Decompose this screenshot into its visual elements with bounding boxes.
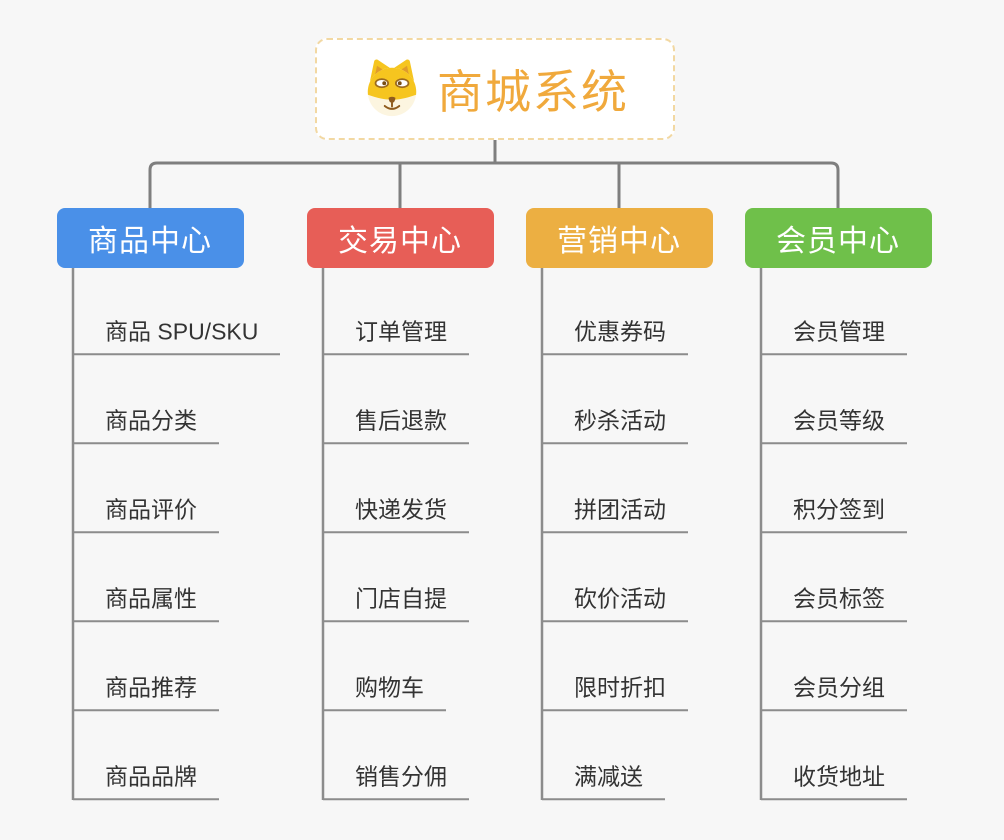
child-node[interactable]: 积分签到 bbox=[761, 495, 907, 533]
child-node-label: 会员管理 bbox=[793, 318, 885, 345]
child-node-label: 限时折扣 bbox=[574, 674, 666, 701]
child-node[interactable]: 商品推荐 bbox=[73, 673, 219, 711]
child-node[interactable]: 商品 SPU/SKU bbox=[73, 317, 281, 355]
child-node[interactable]: 会员等级 bbox=[761, 406, 907, 444]
child-node[interactable]: 拼团活动 bbox=[542, 495, 688, 533]
child-node-label: 会员等级 bbox=[793, 407, 885, 434]
child-node[interactable]: 优惠券码 bbox=[542, 317, 688, 355]
child-node[interactable]: 购物车 bbox=[323, 673, 446, 711]
child-node[interactable]: 满减送 bbox=[542, 762, 665, 800]
child-node-label: 会员分组 bbox=[793, 674, 885, 701]
child-node[interactable]: 秒杀活动 bbox=[542, 406, 688, 444]
branch-label: 商品中心 bbox=[88, 225, 212, 258]
branch-node[interactable]: 交易中心 bbox=[306, 208, 494, 268]
branch-node[interactable]: 商品中心 bbox=[56, 208, 244, 268]
child-node[interactable]: 门店自提 bbox=[323, 584, 469, 622]
child-node[interactable]: 会员管理 bbox=[761, 317, 907, 355]
child-node-label: 购物车 bbox=[355, 674, 424, 701]
child-node-label: 门店自提 bbox=[355, 585, 447, 612]
child-node[interactable]: 销售分佣 bbox=[323, 762, 469, 800]
child-node-label: 商品 SPU/SKU bbox=[105, 318, 259, 345]
root-title: 商城系统 bbox=[437, 66, 629, 118]
branch-label: 交易中心 bbox=[338, 225, 462, 258]
child-node-label: 收货地址 bbox=[793, 763, 885, 790]
child-node-label: 销售分佣 bbox=[355, 763, 447, 790]
child-node-label: 订单管理 bbox=[355, 318, 447, 345]
child-node[interactable]: 商品分类 bbox=[73, 406, 219, 444]
child-node-label: 商品分类 bbox=[105, 407, 197, 434]
child-node[interactable]: 会员标签 bbox=[761, 584, 907, 622]
child-node[interactable]: 商品属性 bbox=[73, 584, 219, 622]
child-node-label: 快递发货 bbox=[355, 496, 447, 523]
branch-label: 会员中心 bbox=[776, 225, 900, 258]
child-node-label: 商品品牌 bbox=[105, 763, 197, 790]
root-node[interactable]: 商城系统 bbox=[315, 38, 675, 140]
branch-node[interactable]: 营销中心 bbox=[525, 208, 713, 268]
child-node-label: 会员标签 bbox=[793, 585, 885, 612]
child-node[interactable]: 订单管理 bbox=[323, 317, 469, 355]
child-node-label: 秒杀活动 bbox=[574, 407, 666, 434]
child-node-label: 砍价活动 bbox=[574, 585, 666, 612]
child-node[interactable]: 砍价活动 bbox=[542, 584, 688, 622]
child-node-label: 拼团活动 bbox=[574, 496, 666, 523]
child-node-label: 商品评价 bbox=[105, 496, 197, 523]
child-node-label: 商品属性 bbox=[105, 585, 197, 612]
child-node-label: 积分签到 bbox=[793, 496, 885, 523]
branch-node[interactable]: 会员中心 bbox=[744, 208, 932, 268]
child-node[interactable]: 收货地址 bbox=[761, 762, 907, 800]
child-node[interactable]: 售后退款 bbox=[323, 406, 469, 444]
child-node-label: 优惠券码 bbox=[574, 318, 666, 345]
child-node[interactable]: 商品品牌 bbox=[73, 762, 219, 800]
child-node[interactable]: 限时折扣 bbox=[542, 673, 688, 711]
dog-face-icon bbox=[361, 58, 423, 120]
child-node-label: 售后退款 bbox=[355, 407, 447, 434]
child-node[interactable]: 快递发货 bbox=[323, 495, 469, 533]
child-node-label: 满减送 bbox=[574, 763, 643, 790]
branch-label: 营销中心 bbox=[557, 225, 681, 258]
child-node[interactable]: 会员分组 bbox=[761, 673, 907, 711]
child-node[interactable]: 商品评价 bbox=[73, 495, 219, 533]
child-node-label: 商品推荐 bbox=[105, 674, 197, 701]
